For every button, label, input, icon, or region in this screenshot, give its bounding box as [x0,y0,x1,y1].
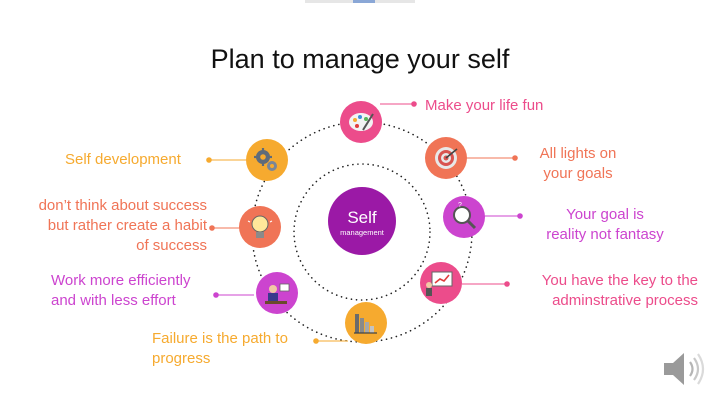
label-key: You have the key to the adminstrative pr… [506,271,698,311]
label-habit-line3: of success [136,237,207,254]
growth-chart-icon [426,271,453,296]
connector-reality [482,213,523,219]
center-label: Self management [327,208,397,238]
label-efficient: Work more efficiently and with less effo… [51,271,191,311]
svg-text:?: ? [458,202,462,209]
label-habit-line2: but rather create a habit [47,217,207,234]
bar-chart-icon [354,314,377,334]
label-failure: Failure is the path to progress [152,329,288,369]
label-key-line1: You have the key to the [541,272,698,289]
label-reality-line1: Your goal is [566,206,644,223]
label-goals-line2: your goals [543,165,613,182]
label-fun: Make your life fun [425,97,544,114]
label-reality: Your goal is reality not fantasy [530,205,680,245]
connector-development [206,157,246,163]
label-reality-line2: reality not fantasy [546,226,664,243]
inner-dotted-ring [293,163,431,301]
center-label-line2: management [340,228,384,237]
speaker-icon[interactable] [660,348,708,390]
center-label-line1: Self [347,208,377,227]
label-development: Self development [65,151,181,168]
top-scroll-indicator [305,0,415,3]
magnifier-icon: ? [453,202,477,230]
center-circle [328,187,396,255]
connector-key [462,281,510,287]
gears-icon [254,148,277,171]
label-failure-line2: progress [152,350,211,367]
label-efficient-line1: Work more efficiently [51,272,191,289]
connector-goals [465,155,518,161]
label-habit-line1: don’t think about success [38,197,207,214]
label-efficient-line2: and with less effort [51,292,176,309]
connector-failure [313,338,348,344]
connector-efficient [213,292,254,298]
person-desk-icon [265,283,290,304]
target-icon [435,147,458,169]
lightbulb-icon [247,215,273,238]
connector-habit [209,225,240,231]
label-key-line2: adminstrative process [552,292,698,309]
paint-palette-icon [349,113,374,131]
label-failure-line1: Failure is the path to [152,330,288,347]
label-habit: don’t think about success but rather cre… [10,196,207,256]
label-goals: All lights on your goals [523,144,633,184]
label-goals-line1: All lights on [539,145,617,162]
connector-fun [380,101,417,107]
page-title: Plan to manage your self [210,44,510,74]
